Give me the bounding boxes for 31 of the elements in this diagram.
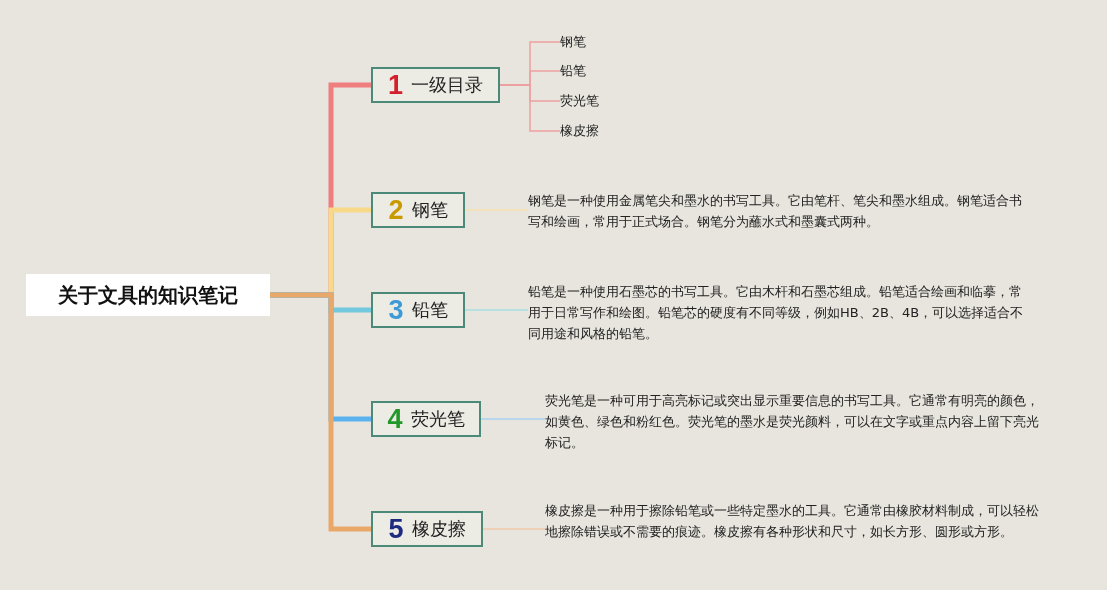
- item-label: 橡皮擦: [560, 122, 599, 140]
- description-paragraph: 铅笔是一种使用石墨芯的书写工具。它由木杆和石墨芯组成。铅笔适合绘画和临摹，常用于日常写作和绘图。铅笔芯的硬度有不同等级，例如HB、2B、4B，可以选择适合不同用途和风格的铅笔。: [528, 283, 1025, 343]
- root-title: 关于文具的知识笔记: [58, 281, 238, 309]
- topic-number: 4: [387, 403, 403, 435]
- branch-line: [482, 528, 546, 530]
- item-label: 荧光笔: [560, 92, 599, 110]
- description-paragraph: 钢笔是一种使用金属笔尖和墨水的书写工具。它由笔杆、笔尖和墨水组成。钢笔适合书写和绘画，常用于正式场合。钢笔分为蘸水式和墨囊式两种。: [528, 192, 1023, 231]
- topic-number: 3: [388, 294, 404, 326]
- root-topic-box: [26, 274, 270, 316]
- branch-line: [499, 84, 561, 132]
- description-paragraph: 荧光笔是一种可用于高亮标记或突出显示重要信息的书写工具。它通常有明亮的颜色，如黄色、绿色和粉红色。荧光笔的墨水是荧光颜料，可以在文字或重点内容上留下亮光标记。: [545, 392, 1040, 452]
- topic-label: 荧光笔: [410, 407, 465, 431]
- topic-label: 钢笔: [411, 198, 448, 222]
- topic-label: 一级目录: [411, 73, 483, 97]
- item-label: 钢笔: [560, 33, 586, 51]
- topic-number: 5: [388, 513, 404, 545]
- branch-line: [464, 209, 529, 211]
- branch-line: [464, 309, 529, 311]
- branch-line: [270, 292, 371, 532]
- branch-line: [480, 418, 546, 420]
- topic-box: [371, 401, 481, 437]
- topic-box: [371, 292, 465, 328]
- description-paragraph: 橡皮擦是一种用于擦除铅笔或一些特定墨水的工具。它通常由橡胶材料制成，可以轻松地擦除错误或不需要的痕迹。橡皮擦有各种形状和尺寸，如长方形、圆形或方形。: [545, 502, 1040, 541]
- topic-label: 橡皮擦: [411, 517, 466, 541]
- topic-box: [371, 192, 465, 228]
- topic-box: [371, 511, 483, 547]
- topic-number: 1: [388, 69, 403, 101]
- item-label: 铅笔: [560, 62, 586, 80]
- topic-label: 铅笔: [411, 298, 448, 322]
- topic-number: 2: [388, 194, 404, 226]
- topic-box: [371, 67, 500, 103]
